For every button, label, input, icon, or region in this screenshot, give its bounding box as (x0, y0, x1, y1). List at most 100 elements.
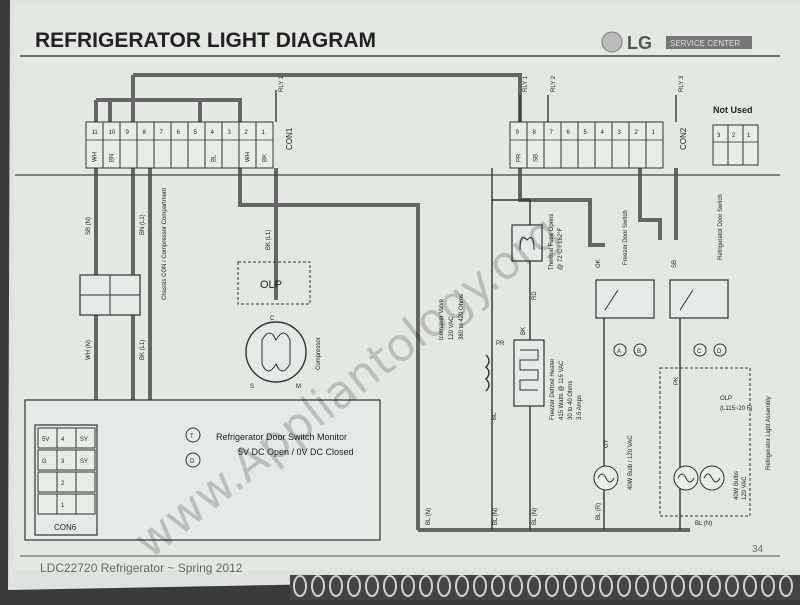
terminal-c: C (697, 349, 702, 355)
con6-cell-label: 2 (61, 481, 65, 487)
wiring-paths (94, 73, 690, 532)
comp-pin-s: S (250, 384, 254, 390)
compressor-component: C S M Compressor (245, 316, 322, 390)
spiral-ring (761, 575, 775, 597)
con1-label: CON1 (285, 127, 294, 150)
not-used-pin-num: 2 (732, 133, 736, 139)
con1-pin-num: 5 (194, 130, 198, 136)
freezer-door-switch: A B Freezer Door Switch OK (595, 210, 655, 357)
wire-label-wh-n: WH (N) (86, 340, 92, 360)
spiral-ring (563, 575, 577, 597)
comp-pin-m: M (296, 384, 301, 390)
fuse-label-2: @ 72°C / 162°F (558, 227, 564, 270)
heater-1: Freezer Defrost Heater (550, 359, 556, 420)
con6-cell (75, 449, 96, 471)
con1-pin-color: BN (110, 154, 116, 162)
con1-pin-5 (187, 121, 206, 169)
con6-cell (75, 427, 96, 449)
spiral-ring (473, 575, 487, 597)
spiral-ring (311, 575, 325, 597)
relay-label-2: RLY 1 (523, 75, 529, 92)
wire-label-pk: PK (674, 377, 680, 385)
light-bulbs-volt: 120 VAC (742, 476, 748, 500)
thermal-fuse: RD Thermal Fuse Opens @ 72°C / 162°F (511, 214, 564, 300)
logo-tag: SERVICE CENTER (670, 39, 740, 48)
spiral-ring (581, 575, 595, 597)
spiral-ring (671, 575, 685, 597)
spiral-ring (617, 575, 631, 597)
con1-pin-num: 3 (228, 130, 232, 136)
not-used-pin-num: 3 (717, 133, 721, 139)
spiral-ring (437, 575, 451, 597)
spiral-ring (491, 575, 505, 597)
con6-cell (75, 471, 96, 493)
con2-label: CON2 (679, 127, 688, 150)
logo-text: LG (627, 33, 652, 53)
wire-label-bk-l1: BK (L1) (266, 230, 272, 250)
con2-pin-num: 2 (635, 130, 639, 136)
con1-pin-num: 10 (109, 130, 116, 136)
relay-label-1: RLY 1 (279, 75, 285, 92)
spiral-binding (290, 575, 800, 600)
fridge-door-switch: C D Refrigerator Door Switch SB (669, 194, 729, 357)
light-olp: OLP (720, 396, 732, 402)
icemaker-volt: 120 VAC (449, 316, 455, 340)
con2-pin-num: 9 (516, 130, 520, 136)
fuse-label-1: Thermal Fuse Opens (549, 214, 555, 270)
wire-label-bn-l1: BN (L1) (140, 214, 146, 235)
olp-label: OLP (260, 279, 282, 291)
wire-label-bk: BK (521, 327, 527, 335)
con1-pin-6 (170, 121, 189, 169)
relay-label-4: RLY 3 (679, 75, 685, 92)
con6-cell-label: 1 (61, 503, 65, 509)
wire-label-sb-n: SB (N) (86, 217, 92, 235)
not-used-title: Not Used (713, 105, 753, 115)
spiral-ring (329, 575, 343, 597)
spiral-ring (419, 575, 433, 597)
con1-pin-num: 8 (143, 130, 147, 136)
con2-pin-num: 4 (601, 130, 605, 136)
con6-cell (37, 493, 58, 515)
con2-pin-color: PR (517, 153, 523, 162)
wire-label-rd: RD (532, 291, 538, 300)
con2-pin-3 (611, 121, 630, 169)
spiral-ring (707, 575, 721, 597)
chassis-connector: Chassis CON / Compressor Compartment (79, 188, 168, 316)
spiral-ring (689, 575, 703, 597)
con1-pin-num: 7 (160, 130, 164, 136)
con1-pin-num: 4 (211, 130, 215, 136)
con1-pin-1 (255, 121, 274, 169)
wire-label-bl-n4: BL (N) (695, 521, 712, 527)
bulb-label: 40W Bulb / 120 VAC (628, 435, 634, 490)
not-used-pin (742, 124, 759, 166)
con2-pin-color: SB (534, 154, 540, 162)
con1-pin-9 (119, 121, 138, 169)
wire-label-sb: SB (672, 260, 678, 268)
con2-pin-1 (645, 121, 664, 169)
spiral-ring (293, 575, 307, 597)
comp-pin-c: C (270, 316, 275, 322)
not-used-pin (712, 124, 729, 166)
con6-cell-label: G (42, 459, 47, 465)
defrost-heater: BK Freezer Defrost Heater 415 Watts @ 11… (513, 327, 583, 420)
spiral-ring (725, 575, 739, 597)
light-bulbs: 40W Bulbs (734, 471, 740, 500)
con1-pin-num: 9 (126, 130, 130, 136)
diagram-title: REFRIGERATOR LIGHT DIAGRAM (35, 29, 376, 52)
spiral-ring (653, 575, 667, 597)
compressor-label: Compressor (316, 337, 322, 370)
wire-label-ok: OK (596, 259, 602, 268)
con6-cell-label: SY (80, 437, 88, 443)
con6-cell (37, 449, 58, 471)
light-olp-range: (L115~20 F) (720, 406, 752, 412)
relay-label-3: RLY 2 (551, 75, 557, 92)
freezer-switch-label: Freezer Door Switch (623, 210, 629, 265)
spiral-ring (383, 575, 397, 597)
monitor-line2: 5V DC Open / 0V DC Closed (238, 447, 354, 457)
con1-pin-8 (136, 121, 155, 169)
con6-cell-label: 4 (61, 437, 65, 443)
spiral-ring (599, 575, 613, 597)
